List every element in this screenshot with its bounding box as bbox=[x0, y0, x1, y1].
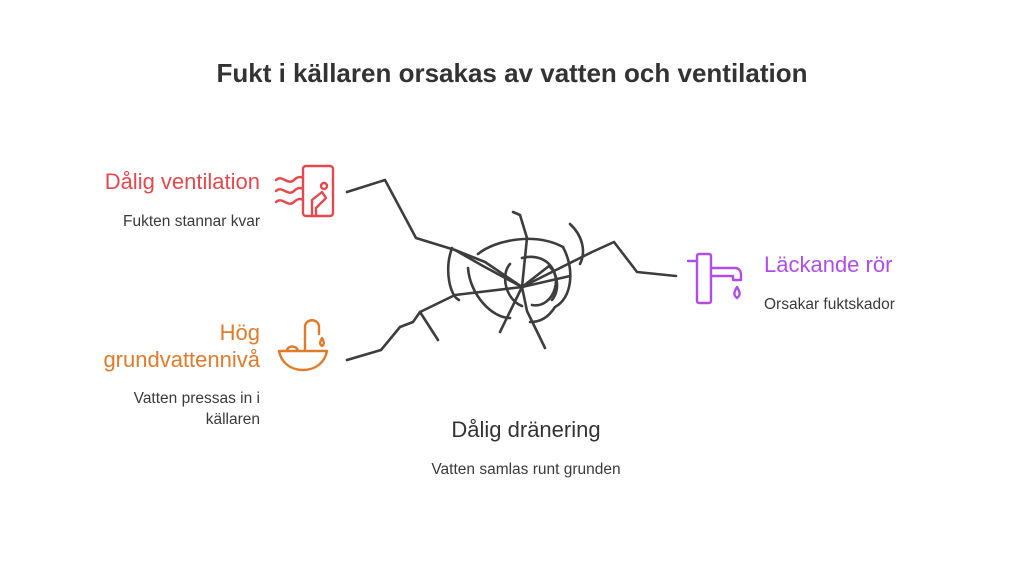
groundwater-title-line2: grundvattennivå bbox=[103, 347, 260, 372]
drainage-title: Dålig dränering bbox=[451, 417, 601, 442]
air-vent-icon bbox=[274, 164, 335, 218]
groundwater-desc: Vatten pressas in i källaren bbox=[40, 388, 260, 430]
leak-title: Läckande rör bbox=[764, 252, 893, 277]
water-basin-icon bbox=[277, 319, 329, 372]
page-title: Fukt i källaren orsakas av vatten och ve… bbox=[216, 58, 808, 88]
groundwater-desc-line1: Vatten pressas in i bbox=[133, 390, 260, 407]
dripping-faucet-icon bbox=[686, 252, 743, 305]
groundwater-title-line1: Hög bbox=[219, 320, 260, 345]
groundwater-desc-line2: källaren bbox=[205, 411, 260, 428]
groundwater-title: Hög grundvattennivå bbox=[40, 319, 260, 373]
drainage-desc: Vatten samlas runt grunden bbox=[431, 461, 621, 478]
ventilation-title: Dålig ventilation bbox=[104, 169, 260, 194]
crack-lines bbox=[345, 178, 678, 362]
ventilation-desc: Fukten stannar kvar bbox=[123, 213, 260, 230]
leak-desc: Orsakar fuktskador bbox=[764, 296, 895, 313]
